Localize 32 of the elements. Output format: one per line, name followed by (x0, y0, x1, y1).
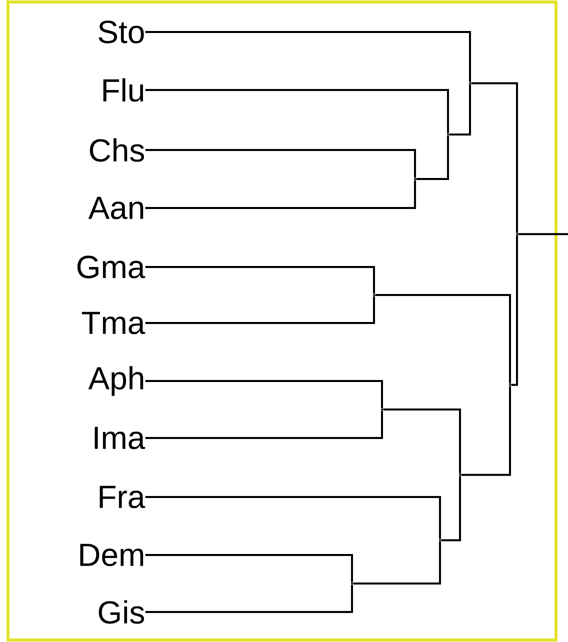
tree-branch (145, 89, 449, 134)
leaf-label: Ima (94, 426, 146, 450)
tree-branch (145, 266, 375, 294)
tree-branch (353, 541, 441, 584)
leaf-label: Tma (82, 312, 146, 334)
tree-branch (145, 554, 353, 582)
tree-branch (145, 496, 441, 539)
leaf-label: Gis (98, 600, 144, 624)
tree-branch (383, 408, 461, 474)
tree-branch (145, 380, 383, 408)
leaf-label: Dem (80, 544, 144, 566)
tree-branch (441, 476, 461, 542)
tree-branch (416, 136, 449, 180)
leaf-label: Aan (88, 196, 144, 220)
tree-branch (461, 386, 511, 476)
tree-branch (375, 294, 511, 384)
tree-branch (145, 180, 416, 209)
tree-branch (145, 149, 416, 178)
tree-branch (145, 296, 375, 324)
leaf-label: Aph (88, 366, 144, 396)
tree-branch (511, 235, 518, 386)
leaf-label: Fra (100, 486, 146, 508)
tree-branch (449, 84, 471, 136)
leaf-label: Sto (98, 20, 144, 44)
leaf-label: Gma (77, 256, 146, 278)
tree-branch (145, 584, 353, 613)
tree-branch (145, 410, 383, 439)
tree-branch (471, 82, 518, 233)
tree-branch (518, 233, 568, 236)
leaf-label: Flu (103, 78, 144, 102)
tree-branch (145, 31, 471, 82)
leaf-label: Chs (90, 138, 144, 162)
